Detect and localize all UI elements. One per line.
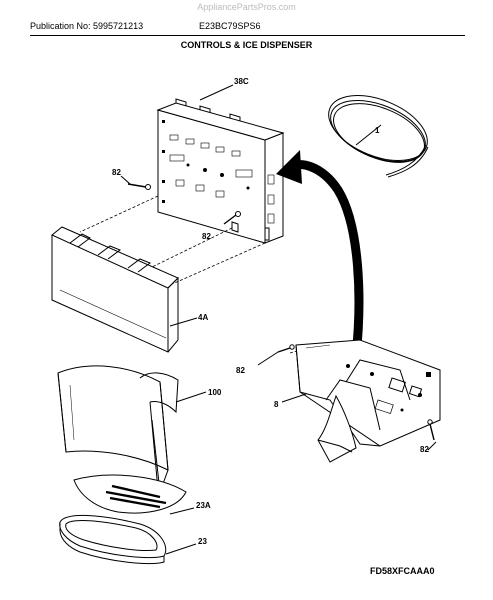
alignment-lines [79,195,301,354]
header-rule [30,35,465,36]
leader-screw-dispenser-left [257,351,279,366]
assembly-arrow [276,150,364,357]
callout-100: 100 [208,388,222,397]
screw-board-left [127,183,151,190]
callout-82-board: 82 [112,168,121,177]
callout-1: 1 [375,126,380,135]
callout-4a: 4A [198,313,208,322]
callout-23: 23 [198,537,207,546]
leader-dispenser [281,393,307,403]
leader-insulation [175,391,207,403]
callout-82-dispenser-left: 82 [236,366,245,375]
leader-cover-panel [169,317,198,327]
screw-dispenser-right [427,419,435,441]
screw-board-lower [223,211,241,225]
watermark: AppliancePartsPros.com [197,2,296,12]
trim-grille-part [73,474,187,514]
figure-code: FD58XFCAAA0 [370,566,435,576]
callout-23a: 23A [196,501,211,510]
leader-screw-board [120,175,131,185]
leader-control-board [199,84,234,101]
callout-82-board-lower: 82 [202,232,211,241]
leader-screw-dispenser-right [427,441,437,451]
leader-tubing [355,124,382,146]
callout-8: 8 [274,400,279,409]
callout-82-dispenser-right: 82 [420,445,429,454]
callout-38c: 38C [234,77,249,86]
leader-drip-tray [165,543,197,555]
drip-tray-part [59,515,167,564]
section-title: CONTROLS & ICE DISPENSER [180,40,313,50]
cover-panel-part [51,226,179,353]
dispenser-assembly-part [295,339,441,463]
leader-trim-grille [169,507,195,515]
screw-dispenser-left [277,344,295,353]
insulation-part [57,365,179,493]
model-number: E23BC79SPS6 [199,21,261,31]
publication-number: Publication No: 5995721213 [30,21,144,31]
control-board-part [156,98,285,244]
tubing-coil-part [328,95,429,178]
